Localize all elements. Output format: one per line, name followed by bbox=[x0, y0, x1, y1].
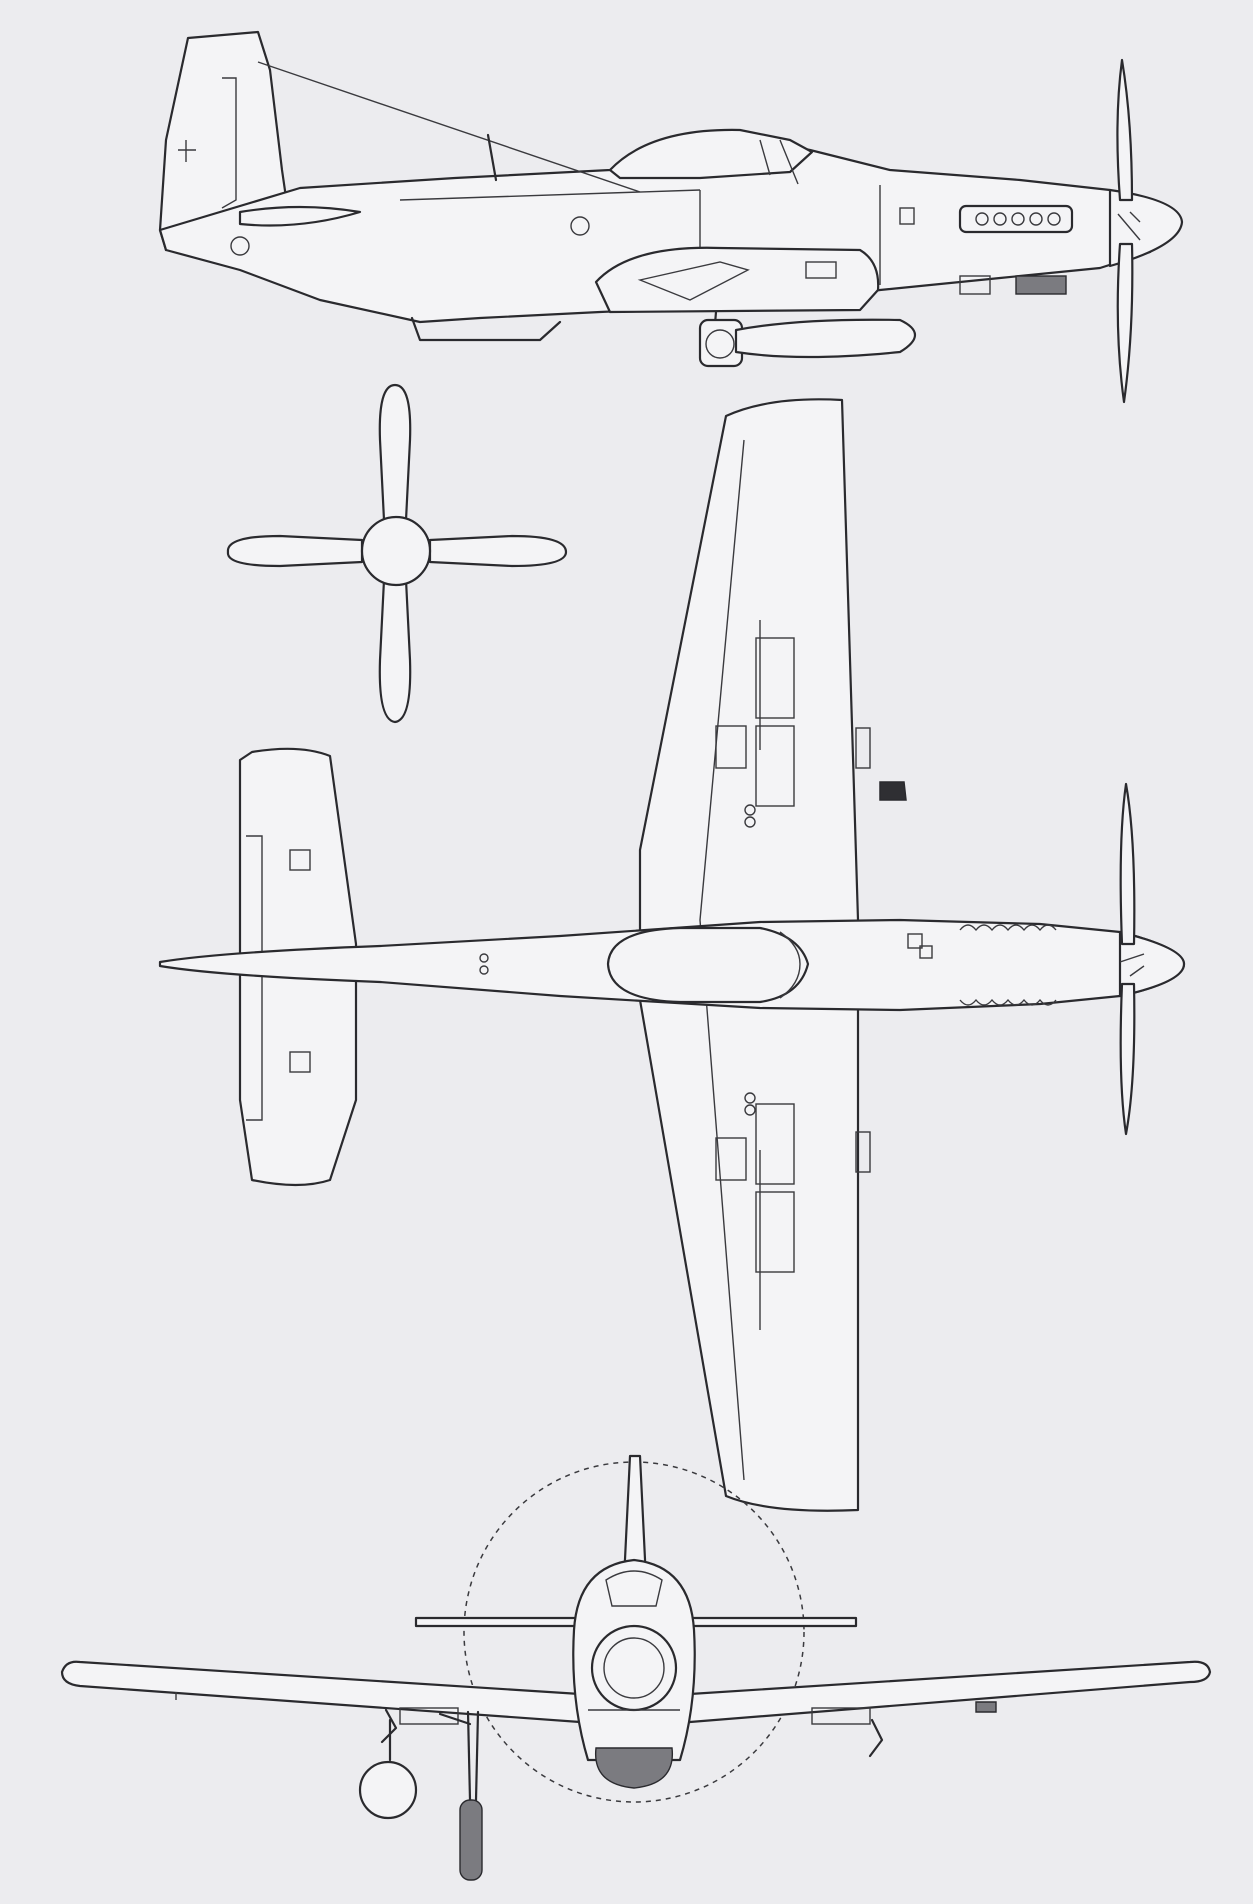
top-propeller-lower bbox=[1119, 982, 1136, 1136]
prop-blade-down bbox=[378, 578, 412, 724]
side-exhaust bbox=[899, 204, 1074, 234]
top-exhaust-lower bbox=[959, 998, 1057, 1006]
prop-hub bbox=[360, 515, 432, 587]
prop-blade-left bbox=[226, 534, 364, 568]
top-propeller-upper bbox=[1119, 782, 1136, 946]
side-view bbox=[158, 30, 1184, 404]
top-canopy bbox=[606, 926, 810, 1004]
side-propeller-upper bbox=[1116, 58, 1134, 202]
front-drop-tank bbox=[358, 1718, 418, 1820]
side-propeller-lower bbox=[1116, 242, 1134, 404]
top-view bbox=[158, 398, 1186, 1512]
side-gun-ports bbox=[1015, 275, 1067, 295]
top-exhaust-upper bbox=[959, 924, 1057, 932]
front-radiator-intake bbox=[594, 1747, 674, 1789]
prop-blade-right bbox=[428, 534, 568, 568]
front-landing-gear bbox=[438, 1710, 483, 1881]
side-drop-tank bbox=[734, 318, 917, 359]
side-stabilizer bbox=[238, 205, 362, 227]
top-spinner bbox=[1118, 930, 1186, 998]
top-wing-markings-lower bbox=[715, 1092, 795, 1273]
side-radiator-scoop bbox=[594, 246, 880, 314]
front-view bbox=[60, 1454, 1212, 1881]
propeller-front-view bbox=[226, 383, 568, 724]
prop-blade-up bbox=[378, 383, 412, 522]
top-wing-markings-upper bbox=[715, 637, 795, 828]
side-canopy bbox=[608, 128, 814, 180]
